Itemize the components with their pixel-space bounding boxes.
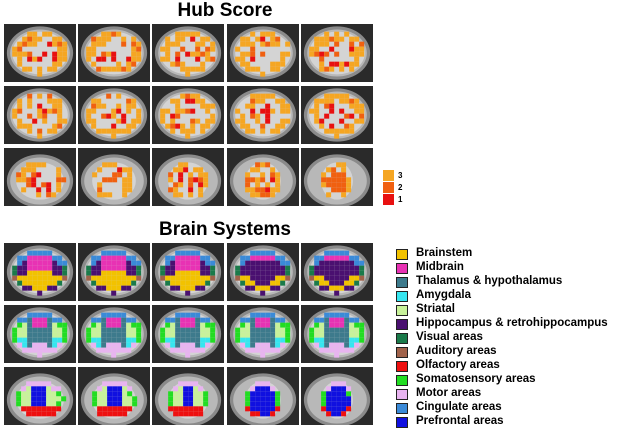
hub-slice-9 — [227, 86, 299, 144]
legend-swatch — [396, 333, 408, 344]
hub-slice-3 — [152, 24, 224, 82]
legend-label: Cingulate areas — [416, 401, 502, 413]
hub-slice-6 — [4, 86, 76, 144]
hub-legend-label-2: 2 — [398, 183, 403, 192]
hub-slice-8 — [152, 86, 224, 144]
sys-slice-5 — [301, 243, 373, 301]
hub-legend-swatch-1 — [383, 194, 394, 205]
sys-slice-13 — [152, 367, 224, 425]
sys-slice-12 — [78, 367, 150, 425]
legend-swatch — [396, 263, 408, 274]
hub-legend-label-1: 1 — [398, 195, 403, 204]
sys-slice-6 — [4, 305, 76, 363]
sys-slice-2 — [78, 243, 150, 301]
hub-slice-1 — [4, 24, 76, 82]
legend-label: Visual areas — [416, 331, 483, 343]
hub-slice-5 — [301, 24, 373, 82]
legend-swatch — [396, 249, 408, 260]
legend-label: Hippocampus & retrohippocampus — [416, 317, 608, 329]
legend-swatch — [396, 389, 408, 400]
hub-slice-11 — [4, 148, 76, 206]
legend-label: Brainstem — [416, 247, 473, 259]
sys-slice-7 — [78, 305, 150, 363]
hub-legend-label-3: 3 — [398, 171, 403, 180]
legend-label: Thalamus & hypothalamus — [416, 275, 563, 287]
hub-legend-swatch-3 — [383, 170, 394, 181]
sys-slice-11 — [4, 367, 76, 425]
hub-slice-12 — [78, 148, 150, 206]
sys-slice-10 — [301, 305, 373, 363]
legend-swatch — [396, 347, 408, 358]
sys-slice-15 — [301, 367, 373, 425]
hub-score-title: Hub Score — [177, 0, 273, 21]
hub-legend-swatch-2 — [383, 182, 394, 193]
sys-slice-3 — [152, 243, 224, 301]
legend-swatch — [396, 375, 408, 386]
hub-slice-10 — [301, 86, 373, 144]
legend-label: Prefrontal areas — [416, 415, 504, 427]
hub-slice-4 — [227, 24, 299, 82]
sys-slice-8 — [152, 305, 224, 363]
legend-label: Auditory areas — [416, 345, 497, 357]
hub-slice-2 — [78, 24, 150, 82]
hub-slice-7 — [78, 86, 150, 144]
legend-swatch — [396, 403, 408, 414]
legend-label: Midbrain — [416, 261, 464, 273]
legend-swatch — [396, 305, 408, 316]
brain-systems-title: Brain Systems — [158, 219, 291, 240]
legend-swatch — [396, 319, 408, 330]
legend-label: Somatosensory areas — [416, 373, 536, 385]
legend-swatch — [396, 417, 408, 428]
sys-slice-1 — [4, 243, 76, 301]
hub-slice-15 — [301, 148, 373, 206]
legend-swatch — [396, 277, 408, 288]
legend-label: Motor areas — [416, 387, 482, 399]
sys-slice-4 — [227, 243, 299, 301]
legend-label: Striatal — [416, 303, 455, 315]
legend-label: Olfactory areas — [416, 359, 500, 371]
sys-slice-9 — [227, 305, 299, 363]
hub-slice-14 — [227, 148, 299, 206]
sys-slice-14 — [227, 367, 299, 425]
legend-label: Amygdala — [416, 289, 471, 301]
legend-swatch — [396, 291, 408, 302]
hub-slice-13 — [152, 148, 224, 206]
legend-swatch — [396, 361, 408, 372]
